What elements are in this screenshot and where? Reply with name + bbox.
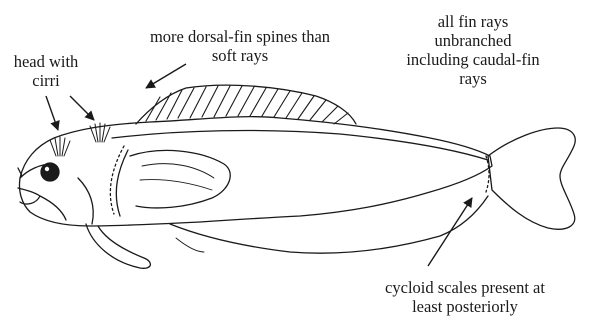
anal-fin <box>170 196 488 253</box>
fish-body-outline <box>19 117 492 226</box>
lateral-line <box>112 131 488 160</box>
caudal-fin <box>488 128 575 229</box>
cirri <box>50 123 110 156</box>
arrow-dorsal-spines <box>146 64 186 88</box>
pelvic-fin <box>86 224 150 268</box>
pectoral-fin <box>130 150 230 207</box>
eye <box>41 163 59 181</box>
arrow-cycloid-scales <box>428 198 472 266</box>
operculum <box>78 178 93 224</box>
arrow-cirri-right <box>70 96 94 120</box>
arrow-cirri-left <box>46 96 58 130</box>
